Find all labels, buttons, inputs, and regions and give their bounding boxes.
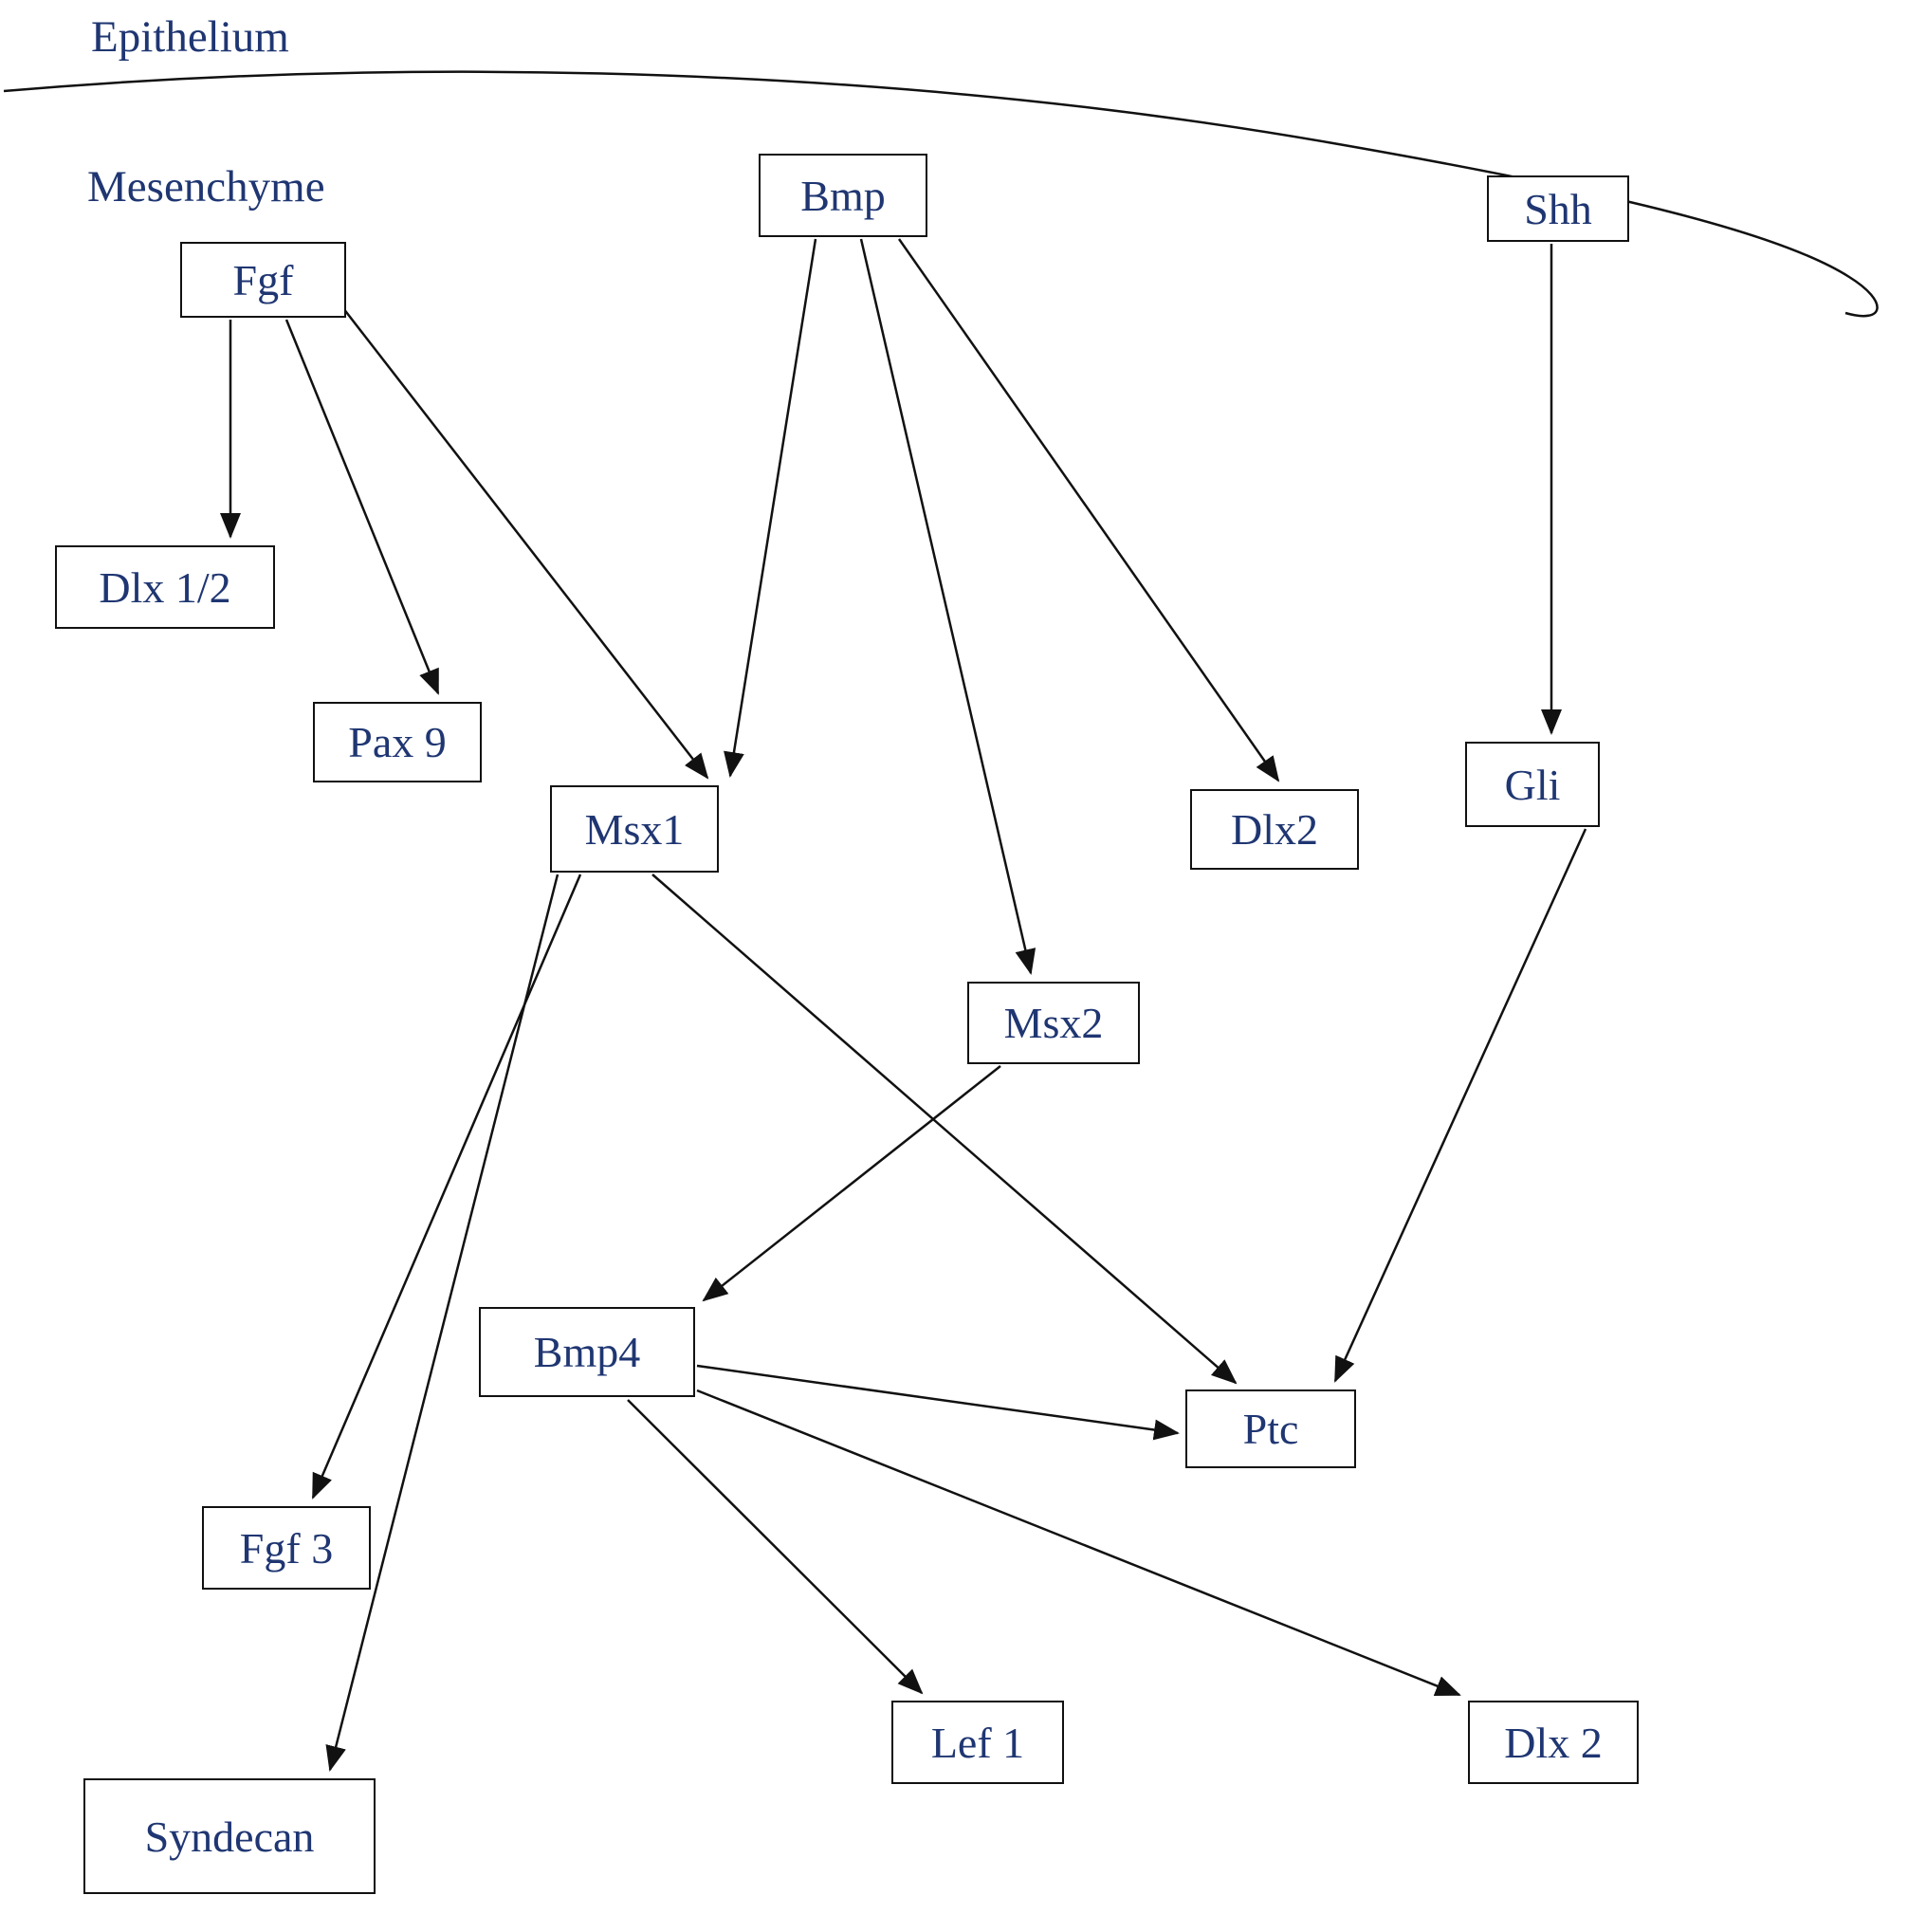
edge-bmp4-to-lef1 [627, 1399, 924, 1695]
edge-msx1-to-fgf3 [311, 874, 582, 1500]
node-shh: Shh [1487, 175, 1629, 242]
edge-bmp-to-msx1 [724, 238, 817, 778]
edge-bmp-to-dlx2a [897, 238, 1280, 782]
node-lef1: Lef 1 [891, 1701, 1064, 1784]
node-syndecan: Syndecan [83, 1778, 376, 1894]
node-ptc: Ptc [1185, 1389, 1356, 1468]
node-msx1: Msx1 [550, 785, 719, 873]
mesenchyme-label: Mesenchyme [87, 162, 325, 212]
edge-msx2-to-bmp4 [702, 1065, 1001, 1302]
epithelium-label: Epithelium [91, 12, 289, 62]
node-bmp: Bmp [759, 154, 927, 237]
node-pax9: Pax 9 [313, 702, 482, 782]
edge-gli-to-ptc [1333, 828, 1587, 1383]
node-dlx2b: Dlx 2 [1468, 1701, 1639, 1784]
edge-fgf-to-pax9 [284, 319, 440, 695]
node-gli: Gli [1465, 742, 1600, 827]
node-msx2: Msx2 [967, 982, 1140, 1064]
node-fgf: Fgf [180, 242, 346, 318]
node-dlx2a: Dlx2 [1190, 789, 1359, 870]
node-dlx12: Dlx 1/2 [55, 545, 275, 629]
edge-bmp-to-msx2 [859, 238, 1036, 975]
node-fgf3: Fgf 3 [202, 1506, 371, 1590]
edge-msx1-to-ptc [651, 874, 1238, 1385]
edge-bmp4-to-ptc [696, 1364, 1180, 1441]
node-bmp4: Bmp4 [479, 1307, 695, 1397]
